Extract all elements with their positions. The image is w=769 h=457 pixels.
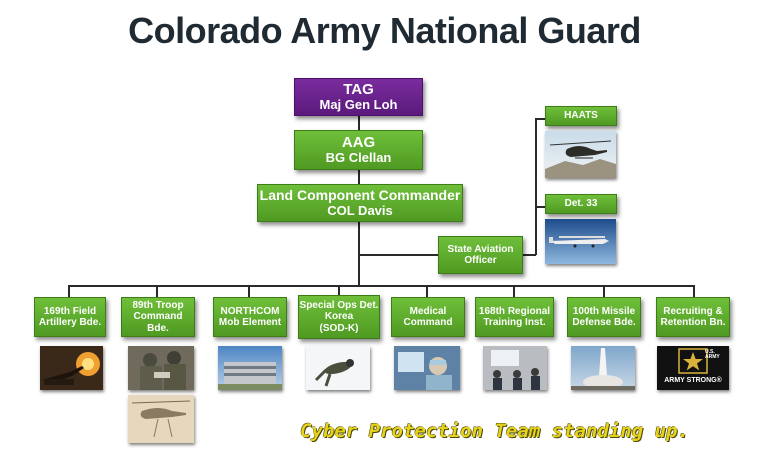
unit-label-line2: Training Inst. — [483, 317, 546, 328]
unit-label-line2: Korea — [324, 311, 354, 323]
unit-label-line1: 89th Troop — [132, 299, 184, 311]
unit-label-line1: 168th Regional — [478, 305, 551, 317]
unit-box-northcom: NORTHCOM Mob Element — [213, 297, 287, 337]
skydiver-photo — [306, 346, 370, 390]
connector-tag-aag — [358, 116, 360, 130]
unit-box-169th-field-artillery: 169th Field Artillery Bde. — [34, 297, 106, 337]
cyber-protection-banner: Cyber Protection Team standing up. — [300, 420, 689, 442]
unit-label-line2: Defense Bde. — [572, 317, 636, 328]
army-logo-bottom-text: ARMY STRONG® — [664, 377, 722, 384]
aag-box: AAG BG Clellan — [294, 130, 423, 170]
det33-label: Det. 33 — [564, 198, 598, 210]
tag-box: TAG Maj Gen Loh — [294, 78, 423, 116]
unit-box-100th-missile-defense: 100th Missile Defense Bde. — [567, 297, 641, 337]
lcc-name: COL Davis — [327, 202, 393, 218]
troop-helicopter-photo — [128, 395, 194, 443]
connector-unit-1 — [68, 285, 70, 297]
connector-unit-5 — [426, 285, 428, 297]
connector-unit-4 — [338, 285, 340, 297]
connector-lcc-bus — [358, 222, 360, 285]
aag-title: AAG — [341, 133, 376, 151]
unit-label-line2: Command Bde. — [133, 311, 183, 334]
unit-label-line1: Recruiting & — [663, 305, 723, 317]
connector-aviation-vertical — [535, 118, 537, 255]
unit-label-line2: Command — [403, 317, 453, 328]
unit-box-89th-troop-command: 89th Troop Command Bde. — [121, 297, 195, 337]
tag-title: TAG — [343, 80, 374, 98]
unit-box-special-ops-korea: Special Ops Det. Korea (SOD-K) — [298, 295, 380, 339]
training-classroom-photo — [483, 346, 547, 390]
aag-name: BG Clellan — [325, 150, 392, 166]
lcc-title: Land Component Commander — [259, 187, 461, 204]
aviation-box: State Aviation Officer — [438, 236, 523, 274]
army-strong-logo: U.S. ARMY ARMY STRONG® — [657, 346, 729, 390]
connector-unit-8 — [693, 285, 695, 297]
unit-label-line2: Mob Element — [218, 317, 282, 328]
unit-label-line2: Retention Bn. — [660, 317, 726, 328]
tag-name: Maj Gen Loh — [319, 97, 398, 113]
connector-to-det33 — [535, 206, 545, 208]
unit-label-line2: Artillery Bde. — [38, 317, 102, 328]
unit-label-line1: Medical — [409, 305, 447, 317]
unit-label-line1: 100th Missile — [572, 305, 636, 317]
unit-label-line3: (SOD-K) — [319, 322, 359, 334]
haats-box: HAATS — [545, 106, 617, 126]
aviation-line1: State Aviation — [447, 243, 514, 255]
artillery-photo — [40, 346, 103, 390]
connector-lcc-aviation — [359, 254, 439, 256]
lcc-box: Land Component Commander COL Davis — [257, 184, 463, 222]
aviation-line2: Officer — [464, 255, 497, 266]
connector-aag-lcc — [358, 170, 360, 184]
page-title: Colorado Army National Guard — [128, 10, 641, 51]
airplane-photo — [545, 219, 616, 264]
unit-box-medical-command: Medical Command — [391, 297, 465, 337]
soldiers-photo — [128, 346, 194, 390]
unit-box-recruiting-retention: Recruiting & Retention Bn. — [656, 297, 730, 337]
connector-unit-7 — [603, 285, 605, 297]
connector-to-haats — [535, 118, 545, 120]
unit-box-168th-regional-training: 168th Regional Training Inst. — [475, 297, 554, 337]
army-logo-top-text: U.S. ARMY — [705, 349, 720, 360]
connector-unit-6 — [513, 285, 515, 297]
northcom-building-photo — [218, 346, 282, 390]
haats-label: HAATS — [564, 110, 598, 122]
connector-aviation-branch — [522, 254, 536, 256]
missile-launch-photo — [571, 346, 635, 390]
unit-label-line1: Special Ops Det. — [299, 299, 379, 311]
unit-label-line1: NORTHCOM — [220, 305, 280, 317]
connector-unit-2 — [156, 285, 158, 297]
connector-unit-bus — [68, 285, 695, 287]
unit-label-line1: 169th Field — [43, 305, 97, 317]
helicopter-photo — [545, 131, 616, 178]
connector-unit-3 — [248, 285, 250, 297]
medical-photo — [394, 346, 460, 390]
det33-box: Det. 33 — [545, 194, 617, 214]
